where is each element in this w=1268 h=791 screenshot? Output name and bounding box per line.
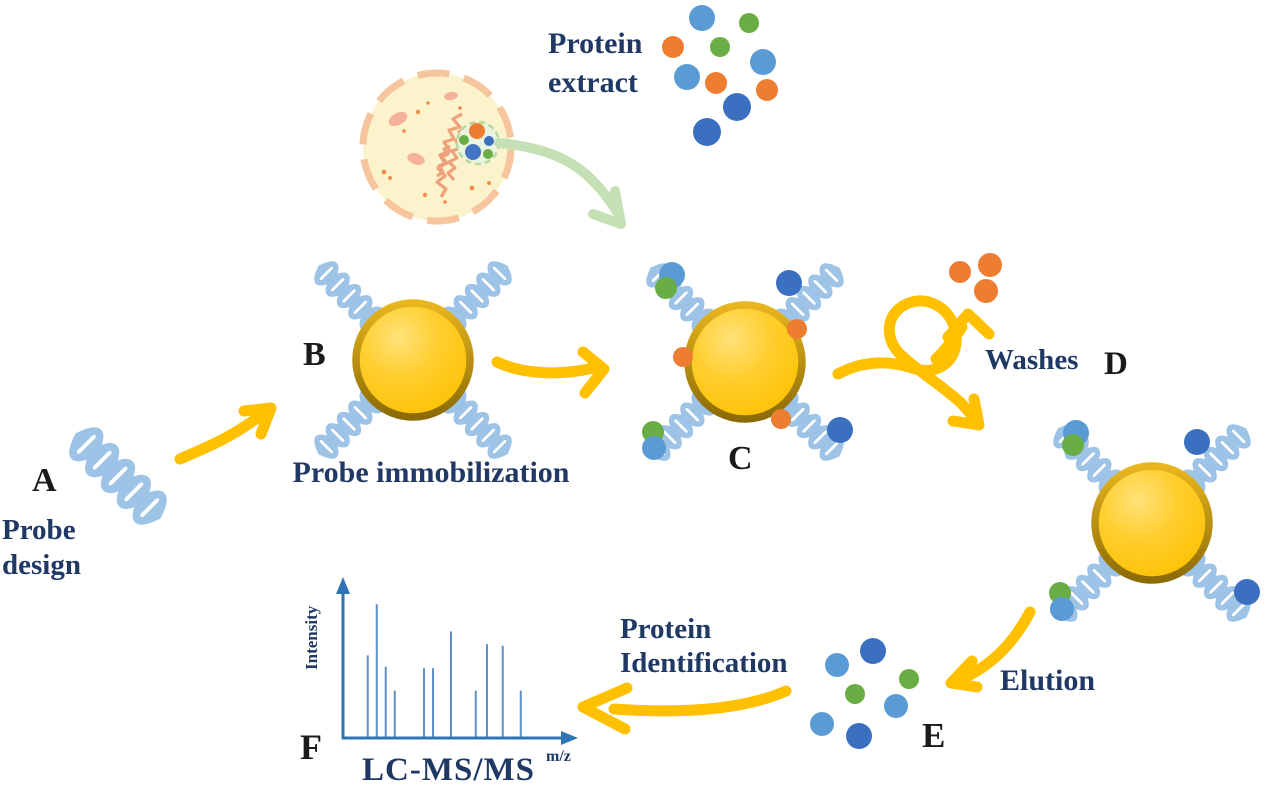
step-label-b: B: [303, 336, 326, 373]
intensity-axis-label: Intensity: [302, 605, 321, 670]
bead-c-protein-capture: [644, 261, 846, 463]
gold-bead: [352, 299, 474, 421]
cell-illustration: [359, 69, 515, 225]
arrow-elution: [945, 606, 1036, 693]
arrow-immobilization-to-capture: [491, 346, 610, 399]
bead-b-probe-immobilized: [312, 259, 514, 461]
protein-extract-label: Protein extract: [548, 27, 643, 99]
arrow-washes-loop: [832, 295, 995, 431]
spectrum-peaks: [366, 604, 522, 737]
mass-spectrum: [336, 577, 578, 745]
step-label-e: E: [922, 716, 946, 755]
extraction-arrow: [494, 138, 626, 229]
probe-design-label: Probe design: [2, 514, 81, 582]
organelle: [444, 91, 458, 101]
elution-label: Elution: [1000, 664, 1096, 697]
step-label-c: C: [728, 440, 753, 477]
bead-d-after-washes: [1051, 422, 1253, 624]
gold-bead: [1091, 462, 1213, 584]
y-axis-arrowhead-icon: [336, 577, 350, 594]
probe-immobilization-label: Probe immobilization: [292, 456, 570, 489]
protein-identification-label: Protein Identification: [620, 613, 788, 680]
vesicle: [455, 120, 501, 166]
arrow-design-to-immobilization: [174, 402, 277, 465]
cell-speckles: [381, 101, 491, 204]
organelle: [388, 111, 408, 127]
washes-label: Washes: [985, 344, 1079, 376]
organelle: [407, 153, 425, 165]
arrow-protein-identification: [577, 682, 792, 735]
step-label-f: F: [300, 727, 322, 767]
process-arrows: [174, 295, 1036, 735]
mz-axis-label: m/z: [546, 748, 571, 765]
lcmsms-label: LC-MS/MS: [362, 752, 535, 788]
gold-bead: [684, 301, 806, 423]
step-label-d: D: [1104, 346, 1128, 382]
x-axis-arrowhead-icon: [561, 731, 578, 745]
step-label-a: A: [32, 462, 57, 499]
